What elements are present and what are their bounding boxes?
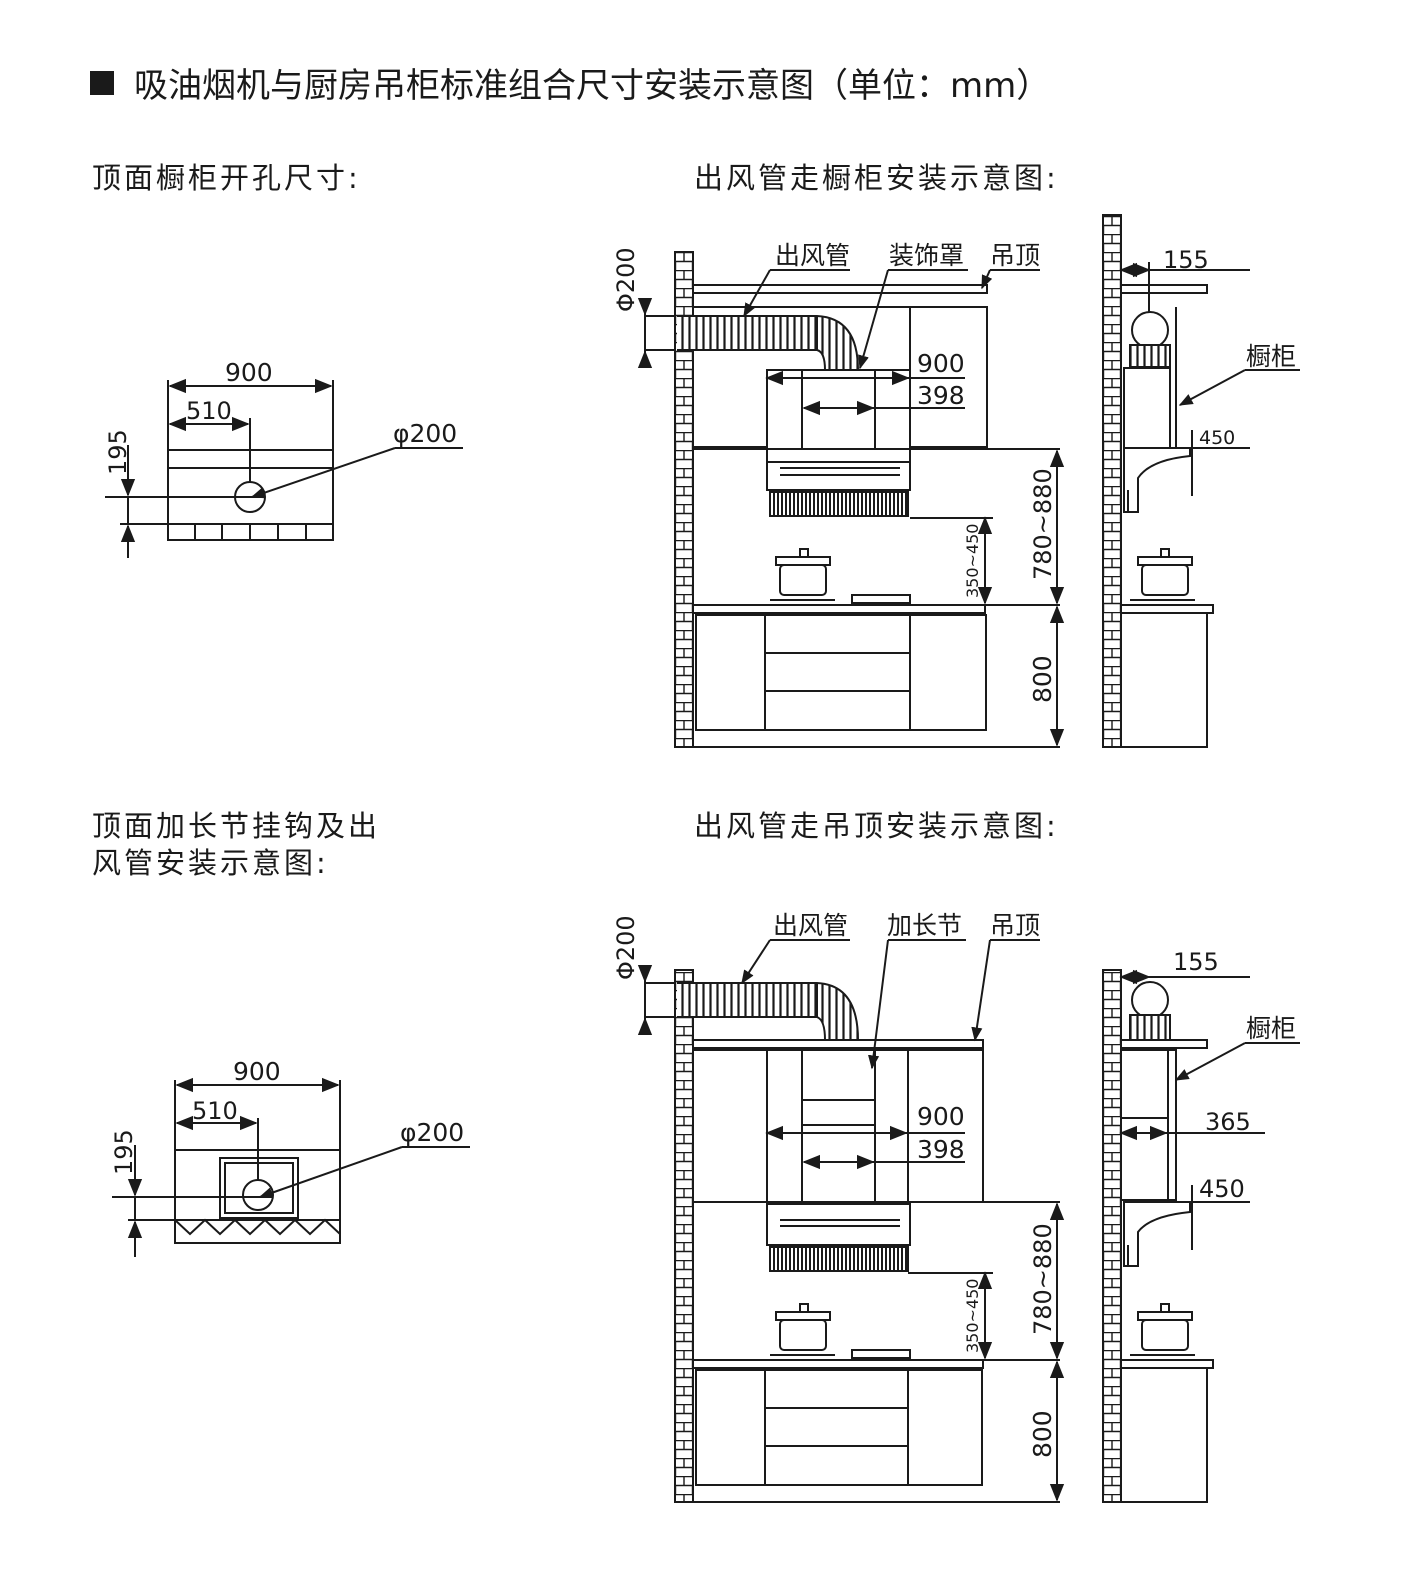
dim-900-d: 900 [917, 1102, 965, 1131]
dim-900-c: 900 [917, 349, 965, 378]
section-label-bottom-right: 出风管走吊顶安装示意图: [694, 809, 1059, 843]
dim-398-a: 398 [917, 381, 965, 410]
label-ceiling-2: 吊顶 [990, 911, 1040, 940]
brick-wall-2 [1102, 214, 1122, 748]
ceiling-duct-side-view [1102, 969, 1300, 1503]
cabinet-duct-side-view [1102, 214, 1300, 748]
label-cabinet-2: 橱柜 [1246, 1014, 1296, 1043]
label-ceiling-1: 吊顶 [990, 241, 1040, 270]
label-extension: 加长节 [887, 911, 962, 940]
cabinet-duct-front-view [637, 251, 1065, 748]
dim-510-a: 510 [186, 397, 232, 425]
dim-365: 365 [1205, 1108, 1251, 1136]
dim-350-450-a: 350~450 [963, 524, 982, 598]
section-label-bottom-left-2: 风管安装示意图: [92, 846, 329, 880]
dim-155-b: 155 [1173, 948, 1219, 976]
dim-155-a: 155 [1163, 246, 1209, 274]
page-title-text: 吸油烟机与厨房吊柜标准组合尺寸安装示意图（单位：mm） [134, 66, 1051, 106]
dim-510-b: 510 [192, 1097, 238, 1125]
page-title: 吸油烟机与厨房吊柜标准组合尺寸安装示意图（单位：mm） [90, 58, 1050, 107]
section-label-top-left: 顶面橱柜开孔尺寸: [92, 161, 361, 195]
dim-900-a: 900 [225, 358, 273, 387]
label-decor-cover: 装饰罩 [889, 241, 964, 270]
dim-350-450-b: 350~450 [963, 1279, 982, 1353]
dim-195-a: 195 [104, 429, 132, 475]
dim-398-b: 398 [917, 1135, 965, 1164]
dim-900-b: 900 [233, 1057, 281, 1086]
extension-hook-diagram [112, 1077, 470, 1257]
label-duct-1: 出风管 [775, 241, 850, 270]
dim-780-880-b: 780~880 [1029, 1223, 1057, 1335]
section-label-bottom-left-1: 顶面加长节挂钩及出 [92, 809, 381, 843]
section-label-top-right: 出风管走橱柜安装示意图: [694, 161, 1059, 195]
dim-phi200-c: Φ200 [612, 247, 640, 312]
dim-800-a: 800 [1028, 655, 1057, 703]
brick-wall-4 [1102, 969, 1122, 1503]
dim-780-880-a: 780~880 [1029, 468, 1057, 580]
brick-wall-3 [674, 969, 694, 1503]
title-bullet-icon [90, 70, 114, 95]
dim-phi200-b: φ200 [400, 1118, 464, 1147]
dim-800-b: 800 [1028, 1410, 1057, 1458]
dim-450-b: 450 [1199, 1175, 1245, 1203]
dim-450-a: 450 [1199, 427, 1235, 449]
ceiling-duct-front-view [637, 939, 1065, 1503]
label-cabinet-1: 橱柜 [1246, 342, 1296, 371]
dim-phi200-a: φ200 [393, 419, 457, 448]
brick-wall-1 [674, 251, 694, 748]
dim-195-b: 195 [110, 1129, 138, 1175]
top-cabinet-hole-diagram [105, 378, 463, 558]
label-duct-2: 出风管 [773, 911, 848, 940]
dim-phi200-d: Φ200 [612, 915, 640, 980]
